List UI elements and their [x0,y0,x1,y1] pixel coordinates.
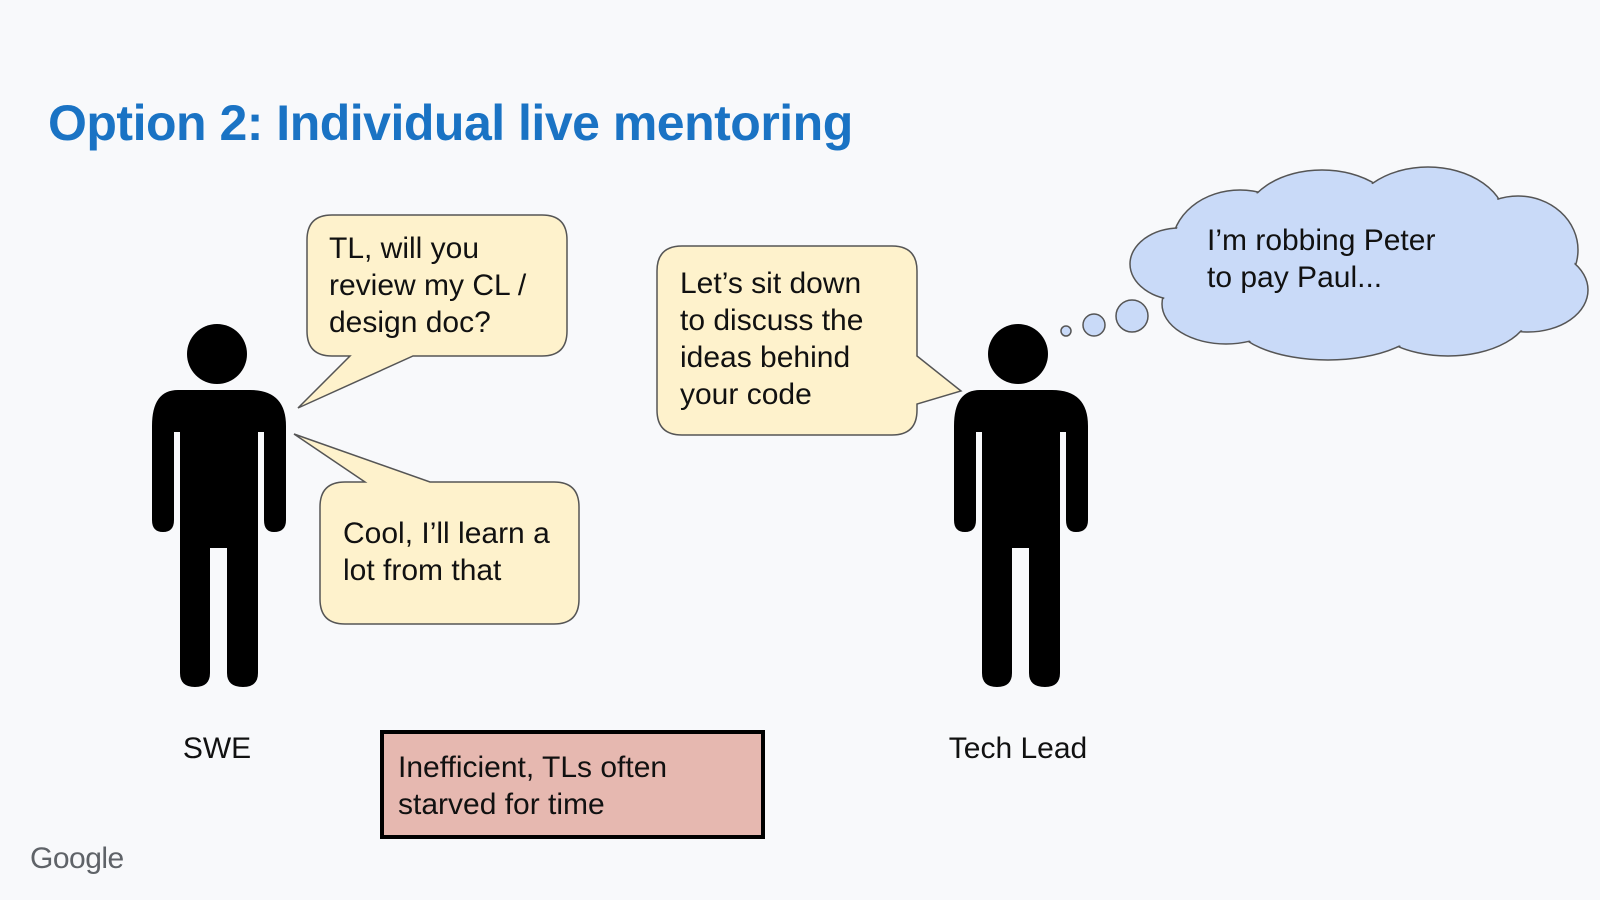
tl-thought-text: I’m robbing Peter to pay Paul... [1207,224,1436,294]
thought-dot-small [1060,325,1072,337]
inefficiency-callout: Inefficient, TLs often starved for time [380,730,765,839]
tl-response-text: Let’s sit down to discuss the ideas behi… [680,267,864,411]
thought-dot-large [1115,299,1149,333]
slide-title: Option 2: Individual live mentoring [48,95,853,151]
swe-request-text: TL, will you review my CL / design doc? [329,232,527,339]
swe-label: SWE [182,732,252,765]
swe-person-icon [152,324,286,687]
tech-lead-person-icon [954,324,1088,687]
tech-lead-label: Tech Lead [948,732,1088,765]
tl-response-bubble [656,245,963,436]
tl-thought-cloud [1129,166,1589,361]
swe-request-bubble [297,214,568,409]
swe-reply-bubble [293,433,580,625]
google-logo: Google [30,842,124,875]
swe-reply-text: Cool, I’ll learn a lot from that [343,517,550,587]
thought-dot-medium [1082,313,1106,337]
